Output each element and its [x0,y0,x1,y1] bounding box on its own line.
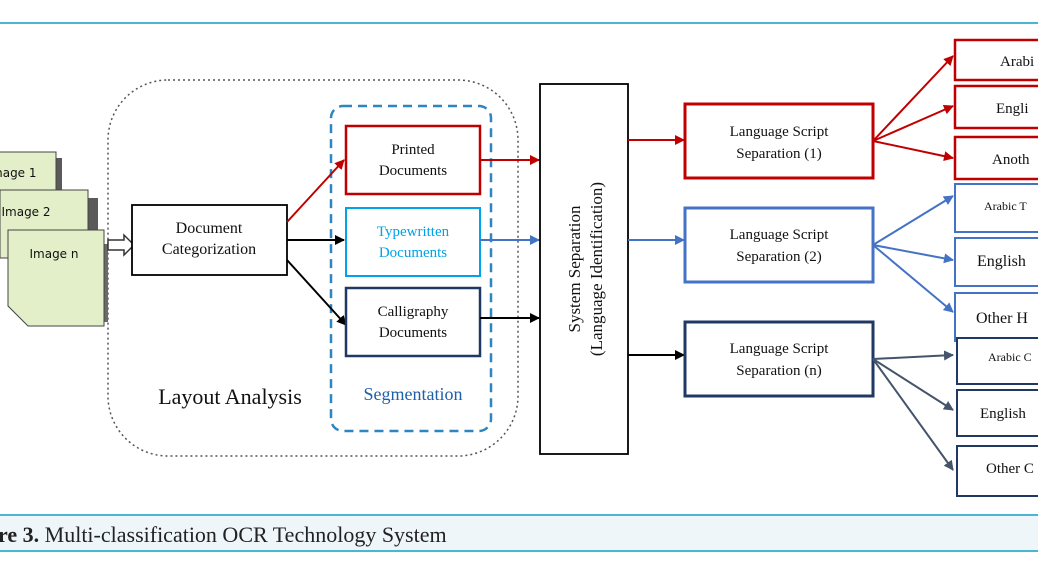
system-separation-line-1: System Separation [565,205,584,333]
caption-text: Multi-classification OCR Technology Syst… [39,522,447,547]
printed-documents-box [344,124,482,196]
lss-n-line-1: Language Script [730,341,830,357]
out1-arabic-label: Arabi [1000,54,1034,70]
arrow-lss2-out3 [872,244,954,313]
input-block-arrow [107,233,136,257]
out2-other-label: Other H [976,310,1028,327]
arrow-lssn-out2 [872,358,954,411]
lss-2-box [683,206,875,284]
outn-other-box [956,445,1038,497]
outn-english-label: English [980,406,1026,422]
typewritten-line-2: Documents [379,245,447,261]
document-categorization-box [131,204,288,276]
out2-english-box [954,237,1038,287]
lss-n-box [683,320,875,398]
system-separation-line-2: (Language Identification) [587,182,606,356]
calligraphy-documents-box [344,286,482,358]
calligraphy-line-2: Documents [379,325,447,341]
out2-arabic-box [954,183,1038,233]
image-1-label: Image 1 [0,166,37,180]
arrow-lssn-out3 [872,358,954,471]
out1-english-label: Engli [996,101,1029,117]
calligraphy-line-1: Calligraphy [378,304,449,320]
system-separation-box [539,83,629,455]
out1-another-box [953,135,1038,181]
outn-arabic-label: Arabic C [988,350,1032,364]
segmentation-region [329,104,493,433]
outn-english-box [956,389,1038,437]
out1-english-box [953,84,1038,130]
lss-1-line-1: Language Script [730,124,830,140]
top-rule [0,22,1038,24]
figure-caption: re 3. Multi-classification OCR Technolog… [0,522,447,548]
lss-2-line-2: Separation (2) [736,249,821,265]
segmentation-label: Segmentation [364,384,463,404]
arrow-cat-to-printed [286,159,345,223]
arrow-lss1-out1 [872,55,954,142]
typewritten-line-1: Typewritten [377,224,450,240]
categorization-line-2: Categorization [162,241,256,258]
arrow-lss2-out2 [872,244,954,264]
lss-1-line-2: Separation (1) [736,146,821,162]
out2-english-label: English [977,253,1026,270]
printed-line-1: Printed [391,142,435,158]
layout-analysis-label: Layout Analysis [158,384,302,409]
outn-arabic-box [956,337,1038,385]
categorization-line-1: Document [176,220,243,237]
lss-n-line-2: Separation (n) [736,363,821,379]
printed-line-2: Documents [379,163,447,179]
image-2-label: Image 2 [1,205,50,219]
outn-other-label: Other C [986,461,1034,477]
arrow-cat-to-calligraphy [286,259,347,326]
arrow-lss1-out3 [872,140,954,162]
arrow-lssn-out1 [872,350,954,361]
image-n-label: Image n [29,247,78,261]
out1-another-label: Anoth [992,152,1030,168]
caption-label: re 3. [0,522,40,547]
out2-arabic-label: Arabic T [984,199,1027,213]
typewritten-documents-box [345,207,481,277]
figure-caption-bar: re 3. Multi-classification OCR Technolog… [0,514,1038,552]
lss-1-box [683,102,875,180]
image-stack: Image 1 Image 2 Image n [0,151,108,327]
out1-arabic-box [953,38,1038,82]
ocr-diagram: Layout Analysis Segmentation Image 1 Ima… [0,38,1038,497]
lss-2-line-1: Language Script [730,227,830,243]
arrow-lss2-out1 [872,195,954,246]
arrow-lss1-out2 [872,105,954,142]
